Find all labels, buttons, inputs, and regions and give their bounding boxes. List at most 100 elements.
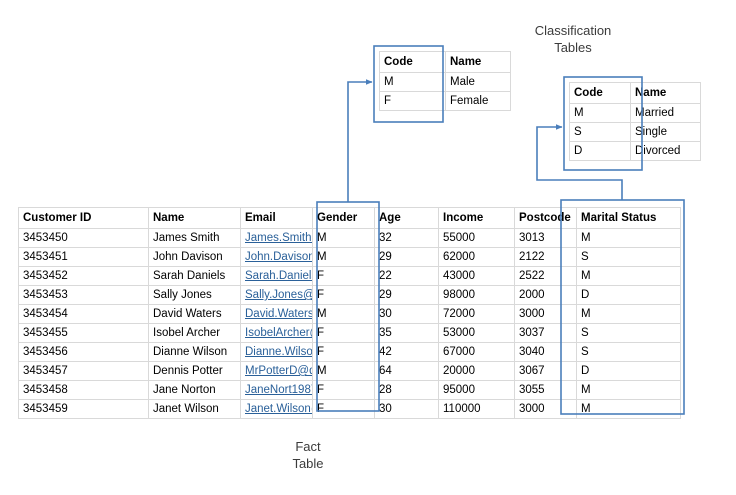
- cell-code: M: [569, 103, 631, 123]
- marital-status-classification-table: Code Name M Married S Single D Divorced: [569, 82, 701, 161]
- cell-marital-status: D: [576, 361, 681, 381]
- table-row: M Male: [379, 72, 511, 92]
- email-link[interactable]: JaneNort1987: [245, 384, 313, 396]
- cell-customer-id: 3453454: [18, 304, 149, 324]
- fact-table-label: Fact Table: [292, 439, 324, 471]
- cell-marital-status: M: [576, 304, 681, 324]
- cell-age: 35: [374, 323, 439, 343]
- cell-email[interactable]: MrPotterD@d: [240, 361, 313, 381]
- cell-name: Isobel Archer: [148, 323, 241, 343]
- cell-email[interactable]: IsobelArcher@: [240, 323, 313, 343]
- email-link[interactable]: Sarah.Daniels: [245, 270, 313, 282]
- column-header-age: Age: [374, 207, 439, 229]
- cell-customer-id: 3453456: [18, 342, 149, 362]
- cell-name: Janet Wilson: [148, 399, 241, 419]
- cell-postcode: 3055: [514, 380, 577, 400]
- gender-classification-table: Code Name M Male F Female: [379, 51, 511, 111]
- cell-name: Sarah Daniels: [148, 266, 241, 286]
- cell-postcode: 3000: [514, 304, 577, 324]
- cell-email[interactable]: Dianne.Wilson: [240, 342, 313, 362]
- column-header-code: Code: [379, 51, 446, 73]
- cell-income: 67000: [438, 342, 515, 362]
- cell-gender: M: [312, 304, 375, 324]
- cell-name: Female: [445, 91, 511, 111]
- cell-customer-id: 3453450: [18, 228, 149, 248]
- cell-income: 53000: [438, 323, 515, 343]
- cell-income: 43000: [438, 266, 515, 286]
- column-header-email: Email: [240, 207, 313, 229]
- cell-code: M: [379, 72, 446, 92]
- cell-age: 29: [374, 285, 439, 305]
- cell-gender: M: [312, 228, 375, 248]
- cell-age: 64: [374, 361, 439, 381]
- cell-customer-id: 3453453: [18, 285, 149, 305]
- cell-income: 55000: [438, 228, 515, 248]
- cell-marital-status: S: [576, 342, 681, 362]
- column-header-postcode: Postcode: [514, 207, 577, 229]
- column-header-name: Name: [445, 51, 511, 73]
- cell-code: F: [379, 91, 446, 111]
- cell-email[interactable]: John.Davison: [240, 247, 313, 267]
- cell-income: 98000: [438, 285, 515, 305]
- cell-code: D: [569, 141, 631, 161]
- table-row: D Divorced: [569, 141, 701, 161]
- column-header-name: Name: [630, 82, 701, 104]
- cell-email[interactable]: Sarah.Daniels: [240, 266, 313, 286]
- cell-name: Sally Jones: [148, 285, 241, 305]
- cell-customer-id: 3453458: [18, 380, 149, 400]
- cell-customer-id: 3453455: [18, 323, 149, 343]
- cell-email[interactable]: Janet.Wilson@: [240, 399, 313, 419]
- gender-connector-arrow: [347, 79, 373, 202]
- cell-email[interactable]: JaneNort1987: [240, 380, 313, 400]
- cell-income: 20000: [438, 361, 515, 381]
- cell-email[interactable]: James.Smith@: [240, 228, 313, 248]
- cell-marital-status: M: [576, 380, 681, 400]
- table-row: S Single: [569, 122, 701, 142]
- cell-email[interactable]: Sally.Jones@g: [240, 285, 313, 305]
- cell-postcode: 2122: [514, 247, 577, 267]
- email-link[interactable]: David.Waters: [245, 308, 313, 320]
- cell-postcode: 3000: [514, 399, 577, 419]
- table-row: M Married: [569, 103, 701, 123]
- cell-age: 30: [374, 304, 439, 324]
- column-header-customer-id: Customer ID: [18, 207, 149, 229]
- table-header-row: Code Name: [569, 82, 701, 104]
- cell-gender: F: [312, 399, 375, 419]
- table-row: F Female: [379, 91, 511, 111]
- table-header-row: Code Name: [379, 51, 511, 73]
- column-header-income: Income: [438, 207, 515, 229]
- cell-gender: F: [312, 323, 375, 343]
- email-link[interactable]: MrPotterD@d: [245, 365, 313, 377]
- email-link[interactable]: James.Smith@: [245, 232, 312, 244]
- cell-marital-status: M: [576, 266, 681, 286]
- email-link[interactable]: Dianne.Wilson: [245, 346, 313, 358]
- cell-name: David Waters: [148, 304, 241, 324]
- cell-gender: F: [312, 285, 375, 305]
- cell-income: 72000: [438, 304, 515, 324]
- column-header-marital-status: Marital Status: [576, 207, 681, 229]
- cell-postcode: 3040: [514, 342, 577, 362]
- cell-income: 110000: [438, 399, 515, 419]
- cell-email[interactable]: David.Waters: [240, 304, 313, 324]
- cell-gender: F: [312, 342, 375, 362]
- cell-age: 28: [374, 380, 439, 400]
- cell-name: James Smith: [148, 228, 241, 248]
- cell-marital-status: D: [576, 285, 681, 305]
- email-link[interactable]: Sally.Jones@g: [245, 289, 312, 301]
- cell-age: 42: [374, 342, 439, 362]
- cell-postcode: 3037: [514, 323, 577, 343]
- email-link[interactable]: John.Davison: [245, 251, 313, 263]
- cell-customer-id: 3453452: [18, 266, 149, 286]
- cell-postcode: 2522: [514, 266, 577, 286]
- cell-postcode: 3013: [514, 228, 577, 248]
- email-link[interactable]: Janet.Wilson@: [245, 403, 312, 415]
- email-link[interactable]: IsobelArcher@: [245, 327, 312, 339]
- cell-marital-status: M: [576, 228, 681, 248]
- cell-gender: M: [312, 247, 375, 267]
